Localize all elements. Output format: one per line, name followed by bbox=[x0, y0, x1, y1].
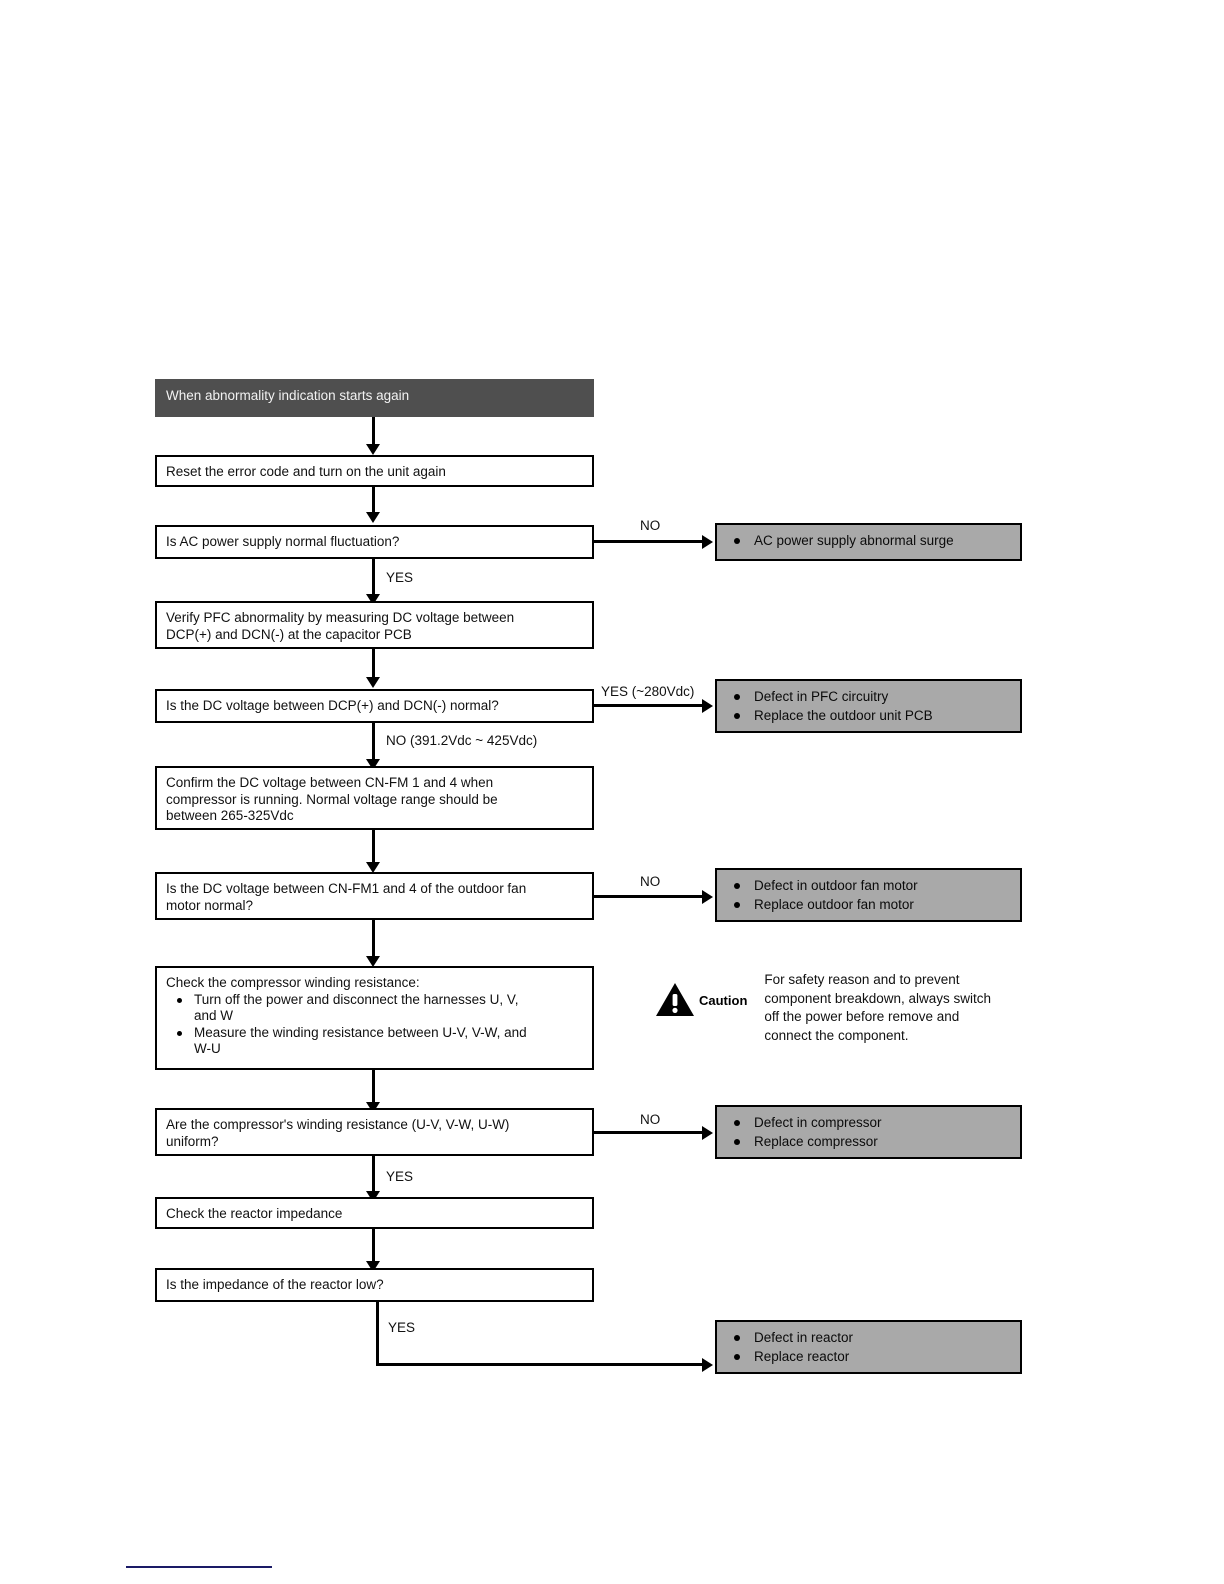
step-box-reset: Reset the error code and turn on the uni… bbox=[155, 455, 594, 487]
edge-label-reactor-yes: YES bbox=[388, 1320, 416, 1335]
connector-header-to-reset bbox=[372, 417, 375, 447]
step-label-check-reactor: Check the reactor impedance bbox=[166, 1206, 343, 1221]
result-list-ac-surge: AC power supply abnormal surge bbox=[717, 531, 1020, 550]
step-label-check-winding: Check the compressor winding resistance: bbox=[166, 975, 420, 990]
edge-label-ac-no: NO bbox=[640, 518, 661, 533]
edge-label-dc-yes: YES (~280Vdc) bbox=[601, 684, 695, 699]
connector-reset-to-ac-question bbox=[372, 487, 375, 515]
result-item: Defect in PFC circuitry bbox=[717, 687, 1020, 706]
connector-dc-yes bbox=[594, 704, 704, 707]
connector-dc-no bbox=[372, 723, 375, 763]
flowchart-header-label: When abnormality indication starts again bbox=[166, 388, 410, 403]
step-label-reset: Reset the error code and turn on the uni… bbox=[166, 464, 446, 479]
step-label-fan-motor-question: Is the DC voltage between CN-FM1 and 4 o… bbox=[166, 881, 527, 913]
result-list-reactor-defect: Defect in reactor Replace reactor bbox=[717, 1328, 1020, 1366]
connector-winding-no bbox=[594, 1131, 704, 1134]
arrow-fan-to-check-winding bbox=[366, 956, 380, 967]
step-box-check-reactor: Check the reactor impedance bbox=[155, 1197, 594, 1229]
step-label-winding-uniform-question: Are the compressor's winding resistance … bbox=[166, 1117, 510, 1149]
step-label-verify-pfc: Verify PFC abnormality by measuring DC v… bbox=[166, 610, 515, 642]
result-item: Replace reactor bbox=[717, 1347, 1020, 1366]
step-label-ac-power-question: Is AC power supply normal fluctuation? bbox=[166, 534, 400, 549]
connector-winding-yes bbox=[372, 1156, 375, 1194]
arrow-reactor-yes bbox=[702, 1358, 713, 1372]
arrow-ac-no bbox=[702, 535, 713, 549]
flowchart-header-box: When abnormality indication starts again bbox=[155, 379, 594, 417]
arrow-reset-to-ac-question bbox=[366, 512, 380, 523]
step-box-verify-pfc: Verify PFC abnormality by measuring DC v… bbox=[155, 601, 594, 649]
result-item: AC power supply abnormal surge bbox=[717, 531, 1020, 550]
arrow-ac-yes bbox=[366, 594, 380, 605]
arrow-winding-to-uniform-question bbox=[366, 1102, 380, 1113]
result-box-pfc-defect: Defect in PFC circuitry Replace the outd… bbox=[715, 679, 1022, 733]
result-box-fan-motor-defect: Defect in outdoor fan motor Replace outd… bbox=[715, 868, 1022, 922]
result-item: Defect in reactor bbox=[717, 1328, 1020, 1347]
caution-label: Caution bbox=[699, 992, 748, 1008]
result-list-pfc-defect: Defect in PFC circuitry Replace the outd… bbox=[717, 687, 1020, 725]
step-box-dc-voltage-question: Is the DC voltage between DCP(+) and DCN… bbox=[155, 689, 594, 723]
connector-ac-yes bbox=[372, 559, 375, 597]
edge-label-dc-no: NO (391.2Vdc ~ 425Vdc) bbox=[386, 733, 538, 748]
arrow-verify-to-dc-question bbox=[366, 677, 380, 688]
arrow-winding-no bbox=[702, 1126, 713, 1140]
step-box-reactor-low-question: Is the impedance of the reactor low? bbox=[155, 1268, 594, 1302]
step-bullet-list-check-winding: Turn off the power and disconnect the ha… bbox=[166, 992, 592, 1058]
connector-winding-to-uniform-question bbox=[372, 1070, 375, 1106]
connector-reactor-yes-horizontal bbox=[376, 1363, 704, 1366]
step-label-confirm-cnfm: Confirm the DC voltage between CN-FM 1 a… bbox=[166, 775, 498, 823]
warning-triangle-icon bbox=[656, 983, 694, 1016]
arrow-header-to-reset bbox=[366, 444, 380, 455]
edge-label-winding-no: NO bbox=[640, 1112, 661, 1127]
connector-verify-to-dc-question bbox=[372, 649, 375, 680]
connector-ac-no bbox=[594, 540, 704, 543]
step-box-ac-power-question: Is AC power supply normal fluctuation? bbox=[155, 525, 594, 559]
step-box-confirm-cnfm: Confirm the DC voltage between CN-FM 1 a… bbox=[155, 766, 594, 830]
step-box-check-winding: Check the compressor winding resistance:… bbox=[155, 966, 594, 1070]
edge-label-winding-yes: YES bbox=[386, 1169, 414, 1184]
connector-fan-to-check-winding bbox=[372, 920, 375, 960]
step-label-reactor-low-question: Is the impedance of the reactor low? bbox=[166, 1277, 384, 1292]
connector-reactor-to-reactor-low-question bbox=[372, 1229, 375, 1265]
arrow-fan-no bbox=[702, 890, 713, 904]
connector-confirm-to-fan-question bbox=[372, 830, 375, 866]
arrow-dc-yes bbox=[702, 699, 713, 713]
arrow-confirm-to-fan-question bbox=[366, 862, 380, 873]
caution-icon-group: Caution bbox=[655, 968, 747, 1018]
step-bullet: Measure the winding resistance between U… bbox=[166, 1025, 586, 1058]
result-box-compressor-defect: Defect in compressor Replace compressor bbox=[715, 1105, 1022, 1159]
edge-label-fan-no: NO bbox=[640, 874, 661, 889]
result-box-reactor-defect: Defect in reactor Replace reactor bbox=[715, 1320, 1022, 1374]
step-box-winding-uniform-question: Are the compressor's winding resistance … bbox=[155, 1108, 594, 1156]
footnote-separator-rule bbox=[126, 1566, 272, 1568]
result-item: Defect in compressor bbox=[717, 1113, 1020, 1132]
arrow-dc-no bbox=[366, 759, 380, 770]
edge-label-ac-yes: YES bbox=[386, 570, 414, 585]
connector-reactor-yes-vertical bbox=[376, 1302, 379, 1366]
result-item: Replace the outdoor unit PCB bbox=[717, 706, 1020, 725]
result-list-compressor-defect: Defect in compressor Replace compressor bbox=[717, 1113, 1020, 1151]
connector-fan-no bbox=[594, 895, 704, 898]
result-item: Defect in outdoor fan motor bbox=[717, 876, 1020, 895]
result-item: Replace outdoor fan motor bbox=[717, 895, 1020, 914]
result-box-ac-surge: AC power supply abnormal surge bbox=[715, 523, 1022, 561]
result-list-fan-motor-defect: Defect in outdoor fan motor Replace outd… bbox=[717, 876, 1020, 914]
arrow-reactor-to-reactor-low-question bbox=[366, 1261, 380, 1272]
step-box-fan-motor-question: Is the DC voltage between CN-FM1 and 4 o… bbox=[155, 872, 594, 920]
step-bullet: Turn off the power and disconnect the ha… bbox=[166, 992, 586, 1025]
step-label-dc-voltage-question: Is the DC voltage between DCP(+) and DCN… bbox=[166, 698, 499, 713]
arrow-winding-yes bbox=[366, 1191, 380, 1202]
result-item: Replace compressor bbox=[717, 1132, 1020, 1151]
caution-note: Caution For safety reason and to prevent… bbox=[655, 968, 1025, 1045]
caution-text: For safety reason and to prevent compone… bbox=[764, 972, 992, 1043]
